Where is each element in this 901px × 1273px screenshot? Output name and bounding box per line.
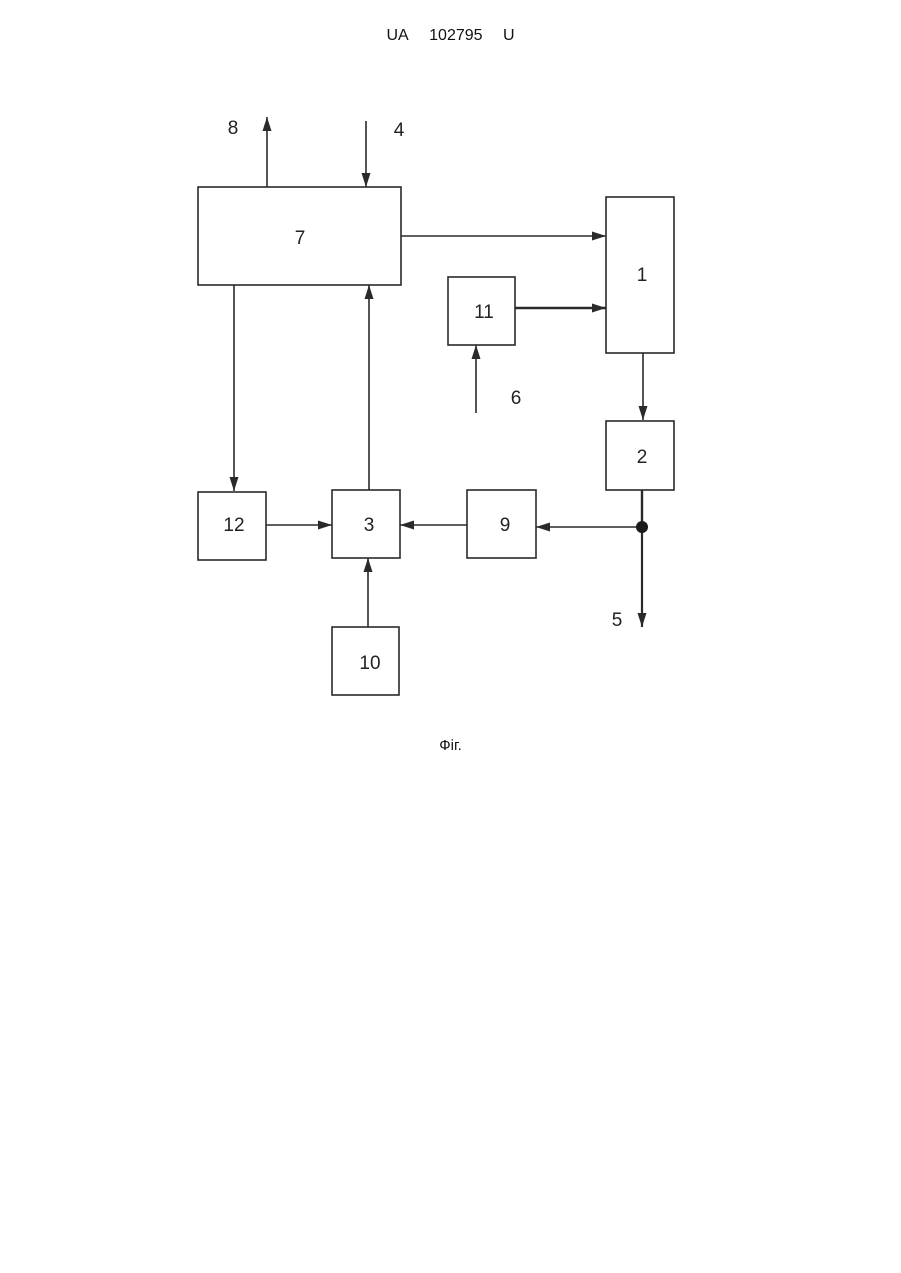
block-1-label: 1 (637, 265, 648, 286)
block-3: 3 (332, 490, 400, 558)
junction-dot (636, 521, 648, 533)
block-9: 9 (467, 490, 536, 558)
terminal-4-label: 4 (394, 120, 405, 141)
terminal-5-label: 5 (612, 610, 623, 631)
block-12: 12 (198, 492, 266, 560)
figure-caption: Фіг. (0, 737, 901, 754)
block-12-label: 12 (223, 515, 244, 536)
block-11: 11 (448, 277, 515, 345)
block-11-label: 11 (474, 302, 494, 323)
block-3-label: 3 (364, 515, 375, 536)
terminal-8-label: 8 (228, 118, 239, 139)
block-7-label: 7 (295, 228, 306, 249)
block-9-label: 9 (500, 515, 511, 536)
block-2-label: 2 (637, 447, 648, 468)
block-7: 7 (198, 187, 401, 285)
block-10: 10 (332, 627, 399, 695)
block-1: 1 (606, 197, 674, 353)
block-10-label: 10 (359, 653, 380, 674)
block-2: 2 (606, 421, 674, 490)
terminal-6-label: 6 (511, 388, 522, 409)
